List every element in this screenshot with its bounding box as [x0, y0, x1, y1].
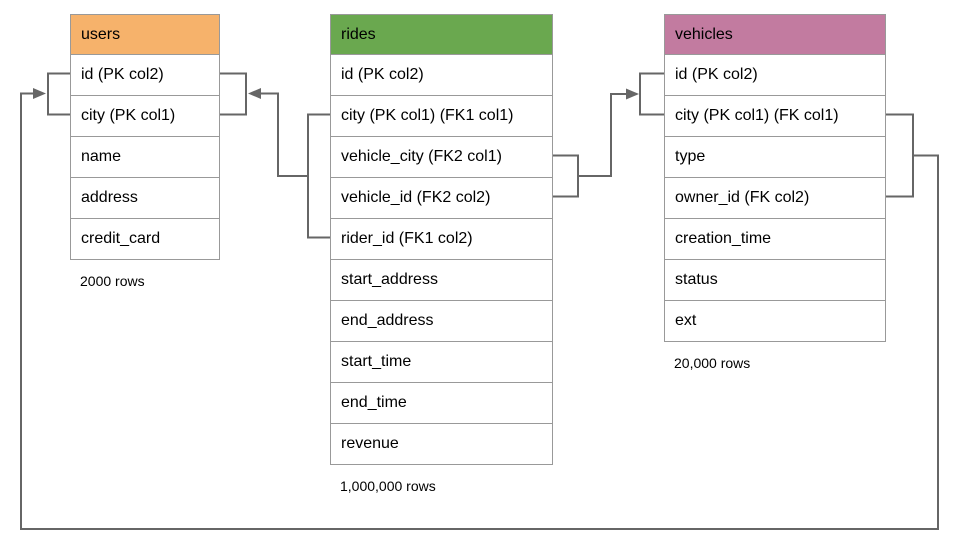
- fk2-connector-line: [578, 93, 626, 177]
- table-rides-columns: id (PK col2)city (PK col1) (FK1 col1)veh…: [331, 54, 552, 464]
- rides-column-row: id (PK col2): [331, 54, 552, 95]
- fk1-arrowhead: [248, 88, 261, 99]
- rides-column-row: start_address: [331, 259, 552, 300]
- users-column-row: credit_card: [71, 218, 219, 259]
- rides-fk1-left-bracket: [307, 113, 330, 239]
- rides-column-row: end_address: [331, 300, 552, 341]
- users-column-row: address: [71, 177, 219, 218]
- table-rides-header: rides: [331, 15, 552, 54]
- rides-column-row: end_time: [331, 382, 552, 423]
- fk3-connector-line: [20, 92, 939, 530]
- vehicles-fk-right-bracket: [886, 113, 914, 198]
- rides-column-row: revenue: [331, 423, 552, 464]
- vehicles-column-row: type: [665, 136, 885, 177]
- rides-column-row: start_time: [331, 341, 552, 382]
- vehicles-column-row: ext: [665, 300, 885, 341]
- table-users-row-count: 2000 rows: [80, 273, 145, 289]
- vehicles-column-row: id (PK col2): [665, 54, 885, 95]
- vehicles-pk-left-bracket: [639, 72, 664, 116]
- rides-column-row: city (PK col1) (FK1 col1): [331, 95, 552, 136]
- fk2-arrowhead: [626, 88, 639, 100]
- table-rides-row-count: 1,000,000 rows: [340, 478, 436, 494]
- vehicles-column-row: creation_time: [665, 218, 885, 259]
- rides-fk2-right-bracket: [553, 154, 579, 198]
- table-vehicles-box: vehicles id (PK col2)city (PK col1) (FK …: [664, 14, 886, 342]
- rides-column-row: vehicle_id (FK2 col2): [331, 177, 552, 218]
- users-column-row: city (PK col1): [71, 95, 219, 136]
- vehicles-column-row: status: [665, 259, 885, 300]
- vehicles-column-row: owner_id (FK col2): [665, 177, 885, 218]
- table-users-header: users: [71, 15, 219, 54]
- rides-column-row: rider_id (FK1 col2): [331, 218, 552, 259]
- rides-column-row: vehicle_city (FK2 col1): [331, 136, 552, 177]
- users-column-row: id (PK col2): [71, 54, 219, 95]
- table-vehicles-header: vehicles: [665, 15, 885, 54]
- fk3-vehicles-to-users-relationship: [20, 72, 939, 530]
- fk2-rides-to-vehicles-relationship: [553, 72, 664, 198]
- fk1-connector-line: [259, 92, 308, 177]
- users-pk-right-bracket: [220, 72, 247, 116]
- table-vehicles-columns: id (PK col2)city (PK col1) (FK col1)type…: [665, 54, 885, 341]
- table-vehicles: vehicles id (PK col2)city (PK col1) (FK …: [664, 14, 886, 371]
- table-vehicles-row-count: 20,000 rows: [674, 355, 751, 371]
- users-pk-left-bracket: [47, 72, 70, 116]
- fk1-rides-to-users-relationship: [220, 72, 330, 239]
- table-rides: rides id (PK col2)city (PK col1) (FK1 co…: [330, 14, 553, 494]
- table-rides-box: rides id (PK col2)city (PK col1) (FK1 co…: [330, 14, 553, 465]
- fk3-arrowhead: [33, 88, 46, 99]
- users-column-row: name: [71, 136, 219, 177]
- vehicles-column-row: city (PK col1) (FK col1): [665, 95, 885, 136]
